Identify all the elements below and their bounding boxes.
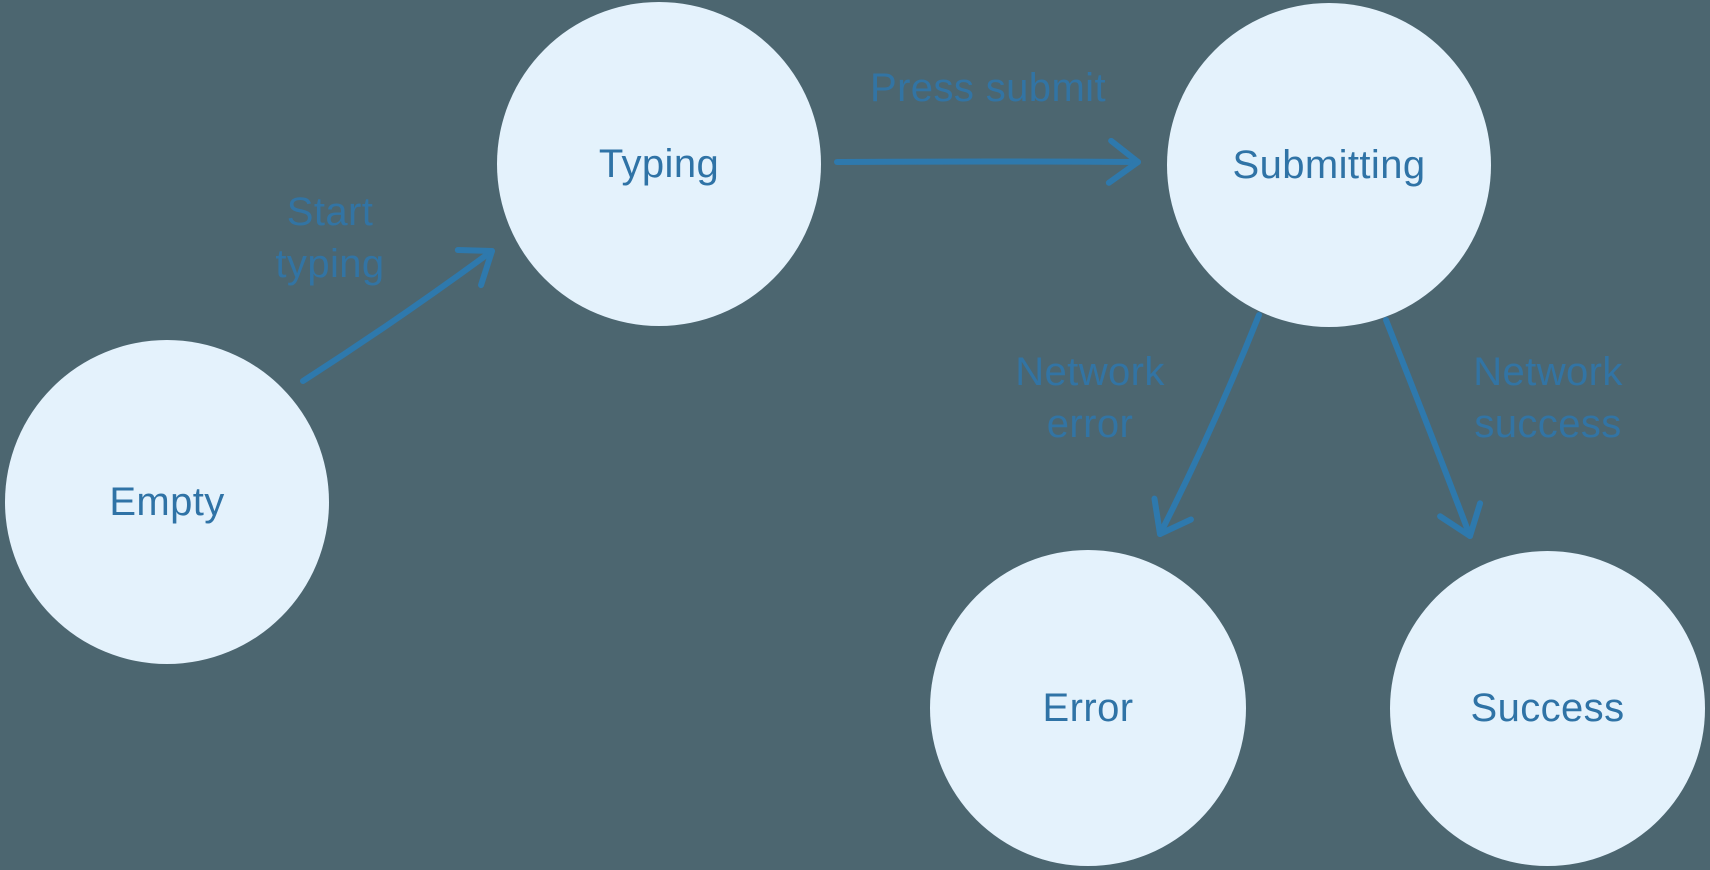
- edge-submitting-to-error-arrow: [1151, 312, 1262, 537]
- state-node-typing: Typing: [497, 2, 821, 326]
- state-node-submitting-label: Submitting: [1232, 142, 1426, 187]
- state-node-error-label: Error: [1042, 685, 1134, 730]
- state-node-empty-label: Empty: [109, 479, 225, 524]
- edge-empty-to-typing-arrow: [300, 247, 495, 384]
- edge-label-press-submit: Press submit: [870, 66, 1106, 110]
- edge-typing-to-submitting-arrow: [834, 137, 1141, 186]
- edge-label-network-success: Network success: [1473, 350, 1623, 446]
- state-node-typing-label: Typing: [598, 141, 720, 186]
- state-node-success-label: Success: [1470, 686, 1625, 730]
- edge-label-start-typing: Start typing: [275, 190, 385, 286]
- state-node-submitting: Submitting: [1167, 3, 1491, 327]
- state-node-success: Success: [1390, 551, 1705, 866]
- state-node-error: Error: [930, 550, 1246, 866]
- edge-submitting-to-success-arrow: [1383, 317, 1484, 539]
- edge-label-network-error: Network error: [1015, 350, 1165, 446]
- state-node-empty: Empty: [5, 340, 329, 664]
